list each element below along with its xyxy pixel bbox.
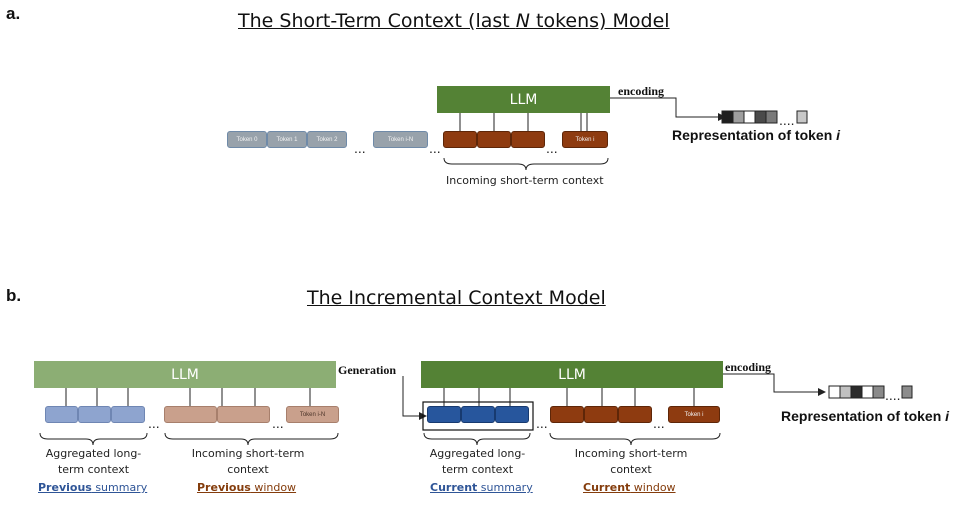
panel-a-title-pre: The Short-Term Context (last (238, 10, 516, 32)
incoming-context-caption-a: Incoming short-term context (446, 174, 604, 187)
incoming-caption-right: Incoming short-term context (566, 446, 696, 478)
panel-a-title: The Short-Term Context (last N tokens) M… (238, 10, 670, 32)
rep-dots-a: .... (779, 112, 795, 128)
token-i-minus-n-b: Token i-N (286, 406, 339, 423)
current-summary-label: Current summary (430, 481, 533, 494)
token-i-a: Token i (562, 131, 608, 148)
generation-label: Generation (338, 363, 396, 377)
ellipsis-b1: ... (148, 415, 160, 431)
cur-window-bold: Current (583, 481, 631, 494)
representation-label-b: Representation of token i (781, 408, 949, 424)
ellipsis-a2: ... (429, 140, 441, 156)
inc-right-line2: context (610, 463, 652, 476)
rep-dots-b: .... (885, 387, 901, 403)
panel-a-title-em: N (515, 10, 530, 32)
ellipsis-a1: ... (354, 140, 366, 156)
current-window-token-1 (550, 406, 584, 423)
current-summary-token-1 (427, 406, 461, 423)
ellipsis-a3: ... (546, 140, 558, 156)
llm-box-a: LLM (437, 86, 610, 113)
panel-b-title: The Incremental Context Model (307, 287, 606, 309)
agg-right-line1: Aggregated long- (429, 447, 526, 460)
previous-window-token-1 (164, 406, 217, 423)
rep-text-b: Representation of token (781, 408, 946, 424)
representation-label-a: Representation of token i (672, 127, 840, 143)
current-window-token-3 (618, 406, 652, 423)
agg-right-line2: term context (441, 463, 514, 476)
rep-text-a: Representation of token (672, 127, 837, 143)
inc-right-line1: Incoming short-term (574, 447, 688, 460)
previous-window-label: Previous window (197, 481, 296, 494)
token-i-minus-n: Token i-N (373, 131, 428, 148)
cur-summary-rest: summary (477, 481, 533, 494)
panel-a-letter: a. (6, 4, 21, 23)
current-summary-token-3 (495, 406, 529, 423)
llm-box-previous: LLM (34, 361, 336, 388)
context-token-a3 (511, 131, 545, 148)
prev-summary-rest: summary (91, 481, 148, 494)
rep-em-b: i (945, 408, 950, 424)
context-token-a2 (477, 131, 511, 148)
ellipsis-b2: ... (272, 415, 284, 431)
current-window-label: Current window (583, 481, 676, 494)
previous-summary-token-2 (78, 406, 111, 423)
token-0: Token 0 (227, 131, 267, 148)
encoding-label-a: encoding (618, 84, 665, 98)
current-window-token-2 (584, 406, 618, 423)
panel-b-letter: b. (6, 286, 22, 305)
token-i-b: Token i (668, 406, 720, 423)
agg-left-line2: term context (57, 463, 130, 476)
prev-window-rest: window (250, 481, 297, 494)
ellipsis-b3: ... (536, 415, 548, 431)
encoding-label-b: encoding (725, 360, 772, 374)
token-2: Token 2 (307, 131, 347, 148)
prev-summary-bold: Previous (38, 481, 92, 494)
aggregated-caption-left: Aggregated long-term context (40, 446, 147, 478)
cur-window-rest: window (630, 481, 676, 494)
aggregated-caption-right: Aggregated long-term context (424, 446, 531, 478)
ellipsis-b4: ... (653, 415, 665, 431)
previous-summary-token-1 (45, 406, 78, 423)
inc-left-line2: context (227, 463, 269, 476)
cur-summary-bold: Current (430, 481, 478, 494)
context-token-a1 (443, 131, 477, 148)
incoming-caption-left: Incoming short-term context (183, 446, 313, 478)
agg-left-line1: Aggregated long- (45, 447, 142, 460)
inc-left-line1: Incoming short-term (191, 447, 305, 460)
previous-summary-token-3 (111, 406, 145, 423)
previous-summary-label: Previous summary (38, 481, 147, 494)
token-1: Token 1 (267, 131, 307, 148)
panel-a-title-post: tokens) Model (529, 10, 670, 32)
current-summary-token-2 (461, 406, 495, 423)
llm-box-current: LLM (421, 361, 723, 388)
rep-em-a: i (836, 127, 841, 143)
prev-window-bold: Previous (197, 481, 251, 494)
previous-window-token-2 (217, 406, 270, 423)
